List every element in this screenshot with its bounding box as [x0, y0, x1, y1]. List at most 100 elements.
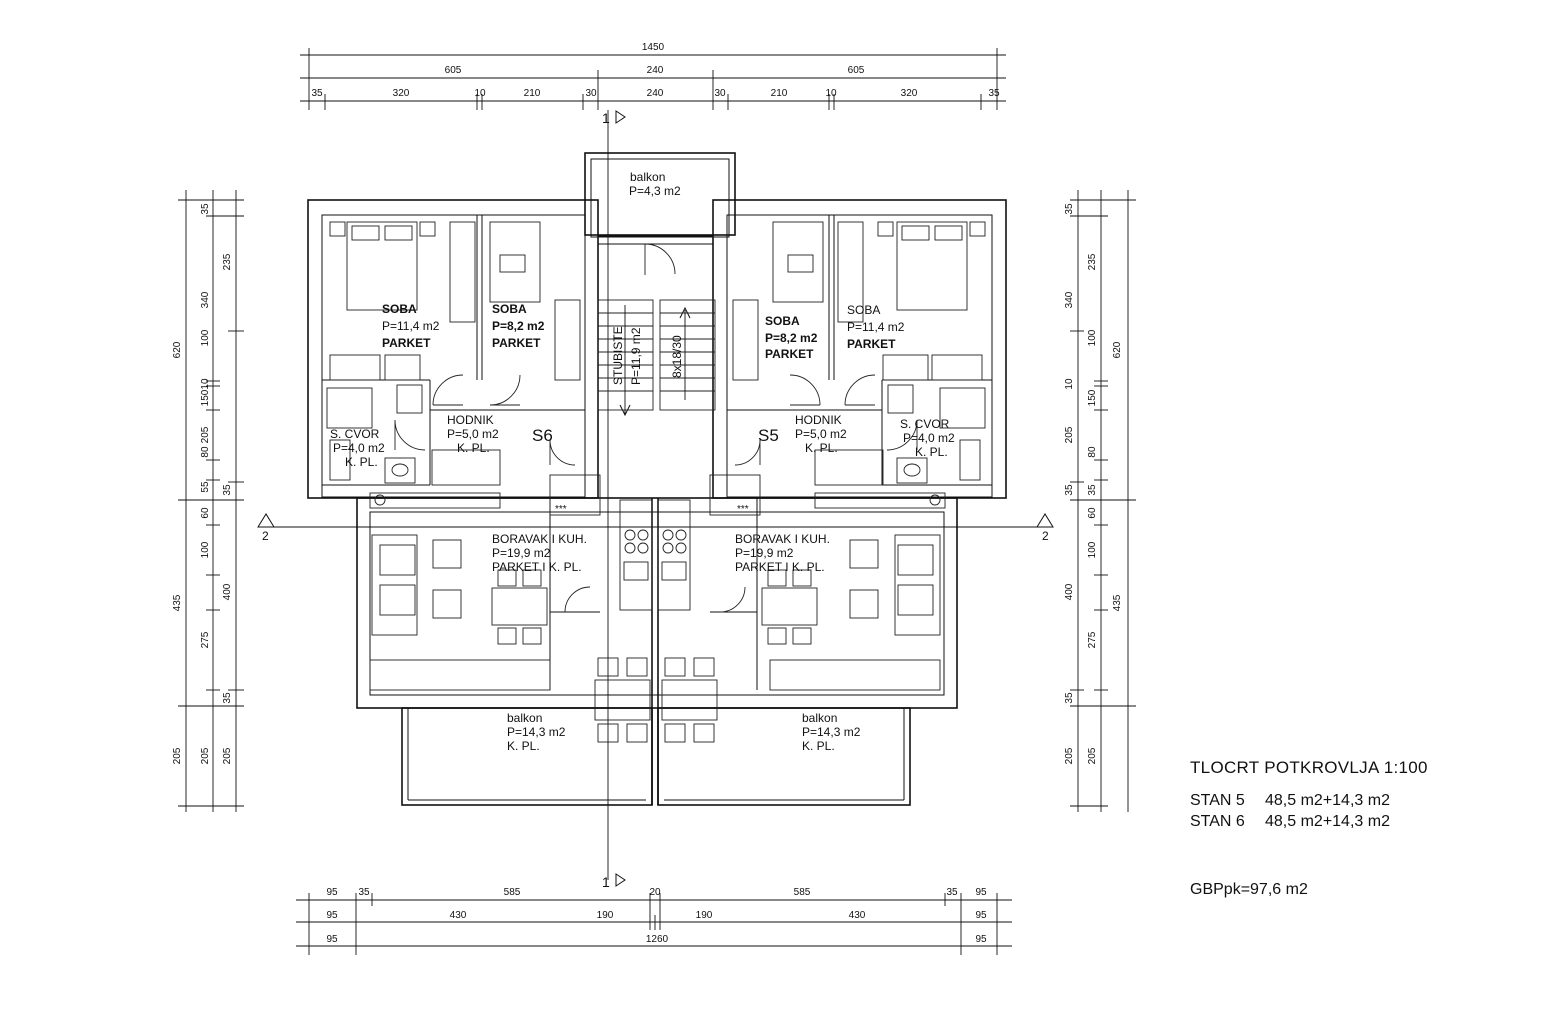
section-mark-top: 1 — [602, 110, 610, 126]
dim-right: 60 — [1087, 507, 1098, 519]
dim-right: 100 — [1087, 329, 1098, 346]
room-area: P=19,9 m2 — [735, 546, 794, 560]
dim-top: 30 — [714, 88, 726, 99]
dim-bottom: 95 — [326, 887, 338, 898]
section-mark-bottom: 1 — [602, 874, 610, 890]
dim-top: 10 — [474, 88, 486, 99]
room-name: balkon — [802, 711, 837, 725]
dim-top: 35 — [988, 88, 1000, 99]
room-area: P=8,2 m2 — [492, 319, 545, 333]
dim-right: 620 — [1112, 341, 1123, 358]
dim-right: 275 — [1087, 631, 1098, 648]
dim-left: 35 — [222, 484, 233, 496]
dim-bottom: 190 — [597, 910, 614, 921]
dimensions-left: 620 435 205 35 340 100 10 150 205 80 55 … — [172, 190, 244, 812]
dim-left: 55 — [200, 481, 211, 493]
room-name: S. CVOR — [330, 427, 380, 441]
dim-left: 35 — [222, 692, 233, 704]
room-name: SOBA — [847, 303, 880, 317]
room-area: P=11,9 m2 — [629, 327, 643, 385]
dim-right: 35 — [1064, 692, 1075, 704]
room-area: P=11,4 m2 — [382, 319, 440, 333]
dim-bottom: 430 — [849, 910, 866, 921]
room-floor: K. PL. — [345, 455, 378, 469]
section-mark-right: 2 — [1042, 529, 1049, 543]
dim-right: 400 — [1064, 583, 1075, 600]
dim-left: 205 — [172, 747, 183, 764]
section-mark-left: 2 — [262, 529, 269, 543]
unit-label: S5 — [758, 426, 779, 445]
room-floor: PARKET I K. PL. — [492, 560, 582, 574]
dim-left: 100 — [200, 541, 211, 558]
stan6-label: STAN 6 — [1190, 813, 1245, 830]
room-name: balkon — [630, 170, 665, 184]
room-name: STUBISTE — [611, 326, 625, 385]
room-area: P=4,0 m2 — [333, 441, 385, 455]
plan-title: TLOCRT POTKROVLJA 1:100 — [1190, 758, 1428, 777]
dimensions-right: 620 435 35 340 100 10 150 205 80 35 60 1… — [1064, 190, 1136, 812]
dim-top: 605 — [848, 65, 865, 76]
doors — [394, 243, 918, 613]
dim-right: 35 — [1087, 484, 1098, 496]
gbp-value: GBPpk=97,6 m2 — [1190, 881, 1308, 898]
room-area: P=11,4 m2 — [847, 320, 905, 334]
dim-right: 80 — [1087, 446, 1098, 458]
section-lines: 1 1 2 2 — [257, 110, 1054, 890]
room-floor: K. PL. — [805, 441, 838, 455]
dim-left: 60 — [200, 507, 211, 519]
section-arrow-icon — [257, 513, 275, 528]
room-floor: PARKET I K. PL. — [735, 560, 825, 574]
plan-legend: TLOCRT POTKROVLJA 1:100 STAN 5 48,5 m2+1… — [1190, 758, 1520, 899]
room-floor: K. PL. — [802, 739, 835, 753]
dim-top-total: 1450 — [642, 42, 665, 53]
room-floor: PARKET — [847, 337, 896, 351]
room-floor: PARKET — [382, 336, 431, 350]
room-name: BORAVAK I KUH. — [735, 532, 830, 546]
dim-top: 605 — [445, 65, 462, 76]
room-name: balkon — [507, 711, 542, 725]
room-name: HODNIK — [447, 413, 494, 427]
dim-bottom: 190 — [696, 910, 713, 921]
dim-left: 275 — [200, 631, 211, 648]
dim-left: 100 — [200, 329, 211, 346]
dim-bottom: 95 — [326, 934, 338, 945]
section-arrow-icon — [615, 873, 626, 887]
room-labels: balkon P=4,3 m2 SOBA P=11,4 m2 PARKET SO… — [330, 170, 955, 753]
staircase — [597, 299, 716, 417]
legend-row-stan6: STAN 6 48,5 m2+14,3 m2 — [1190, 813, 1520, 831]
dim-bottom: 585 — [504, 887, 521, 898]
room-area: P=5,0 m2 — [795, 427, 847, 441]
dim-top: 210 — [771, 88, 788, 99]
room-floor: K. PL. — [915, 445, 948, 459]
room-floor: K. PL. — [457, 441, 490, 455]
dim-right: 205 — [1064, 426, 1075, 443]
dim-right: 205 — [1087, 747, 1098, 764]
dim-bottom: 95 — [975, 934, 987, 945]
dim-bottom: 35 — [946, 887, 958, 898]
furniture — [326, 221, 986, 743]
room-area: P=5,0 m2 — [447, 427, 499, 441]
dim-left: 10 — [200, 378, 211, 390]
room-floor: K. PL. — [507, 739, 540, 753]
room-area: P=4,0 m2 — [903, 431, 955, 445]
room-floor: PARKET — [765, 347, 814, 361]
dim-left: 150 — [200, 389, 211, 406]
dim-left: 620 — [172, 341, 183, 358]
stan6-value: 48,5 m2+14,3 m2 — [1265, 813, 1390, 830]
dim-bottom: 35 — [358, 887, 370, 898]
dim-right: 435 — [1112, 594, 1123, 611]
dim-bottom: 430 — [450, 910, 467, 921]
dim-left: 340 — [200, 291, 211, 308]
stair-spec: 8x18/30 — [670, 335, 684, 378]
room-area: P=4,3 m2 — [629, 184, 681, 198]
dimensions-bottom: 95 35 585 20 585 35 95 95 430 190 190 43… — [296, 887, 1012, 955]
dim-left: 205 — [200, 747, 211, 764]
room-name: SOBA — [765, 314, 800, 328]
dim-bottom: 585 — [794, 887, 811, 898]
dim-left: 205 — [222, 747, 233, 764]
section-arrow-icon — [1036, 513, 1054, 528]
dim-top: 320 — [901, 88, 918, 99]
room-area: P=14,3 m2 — [507, 725, 566, 739]
dim-top: 240 — [647, 65, 664, 76]
